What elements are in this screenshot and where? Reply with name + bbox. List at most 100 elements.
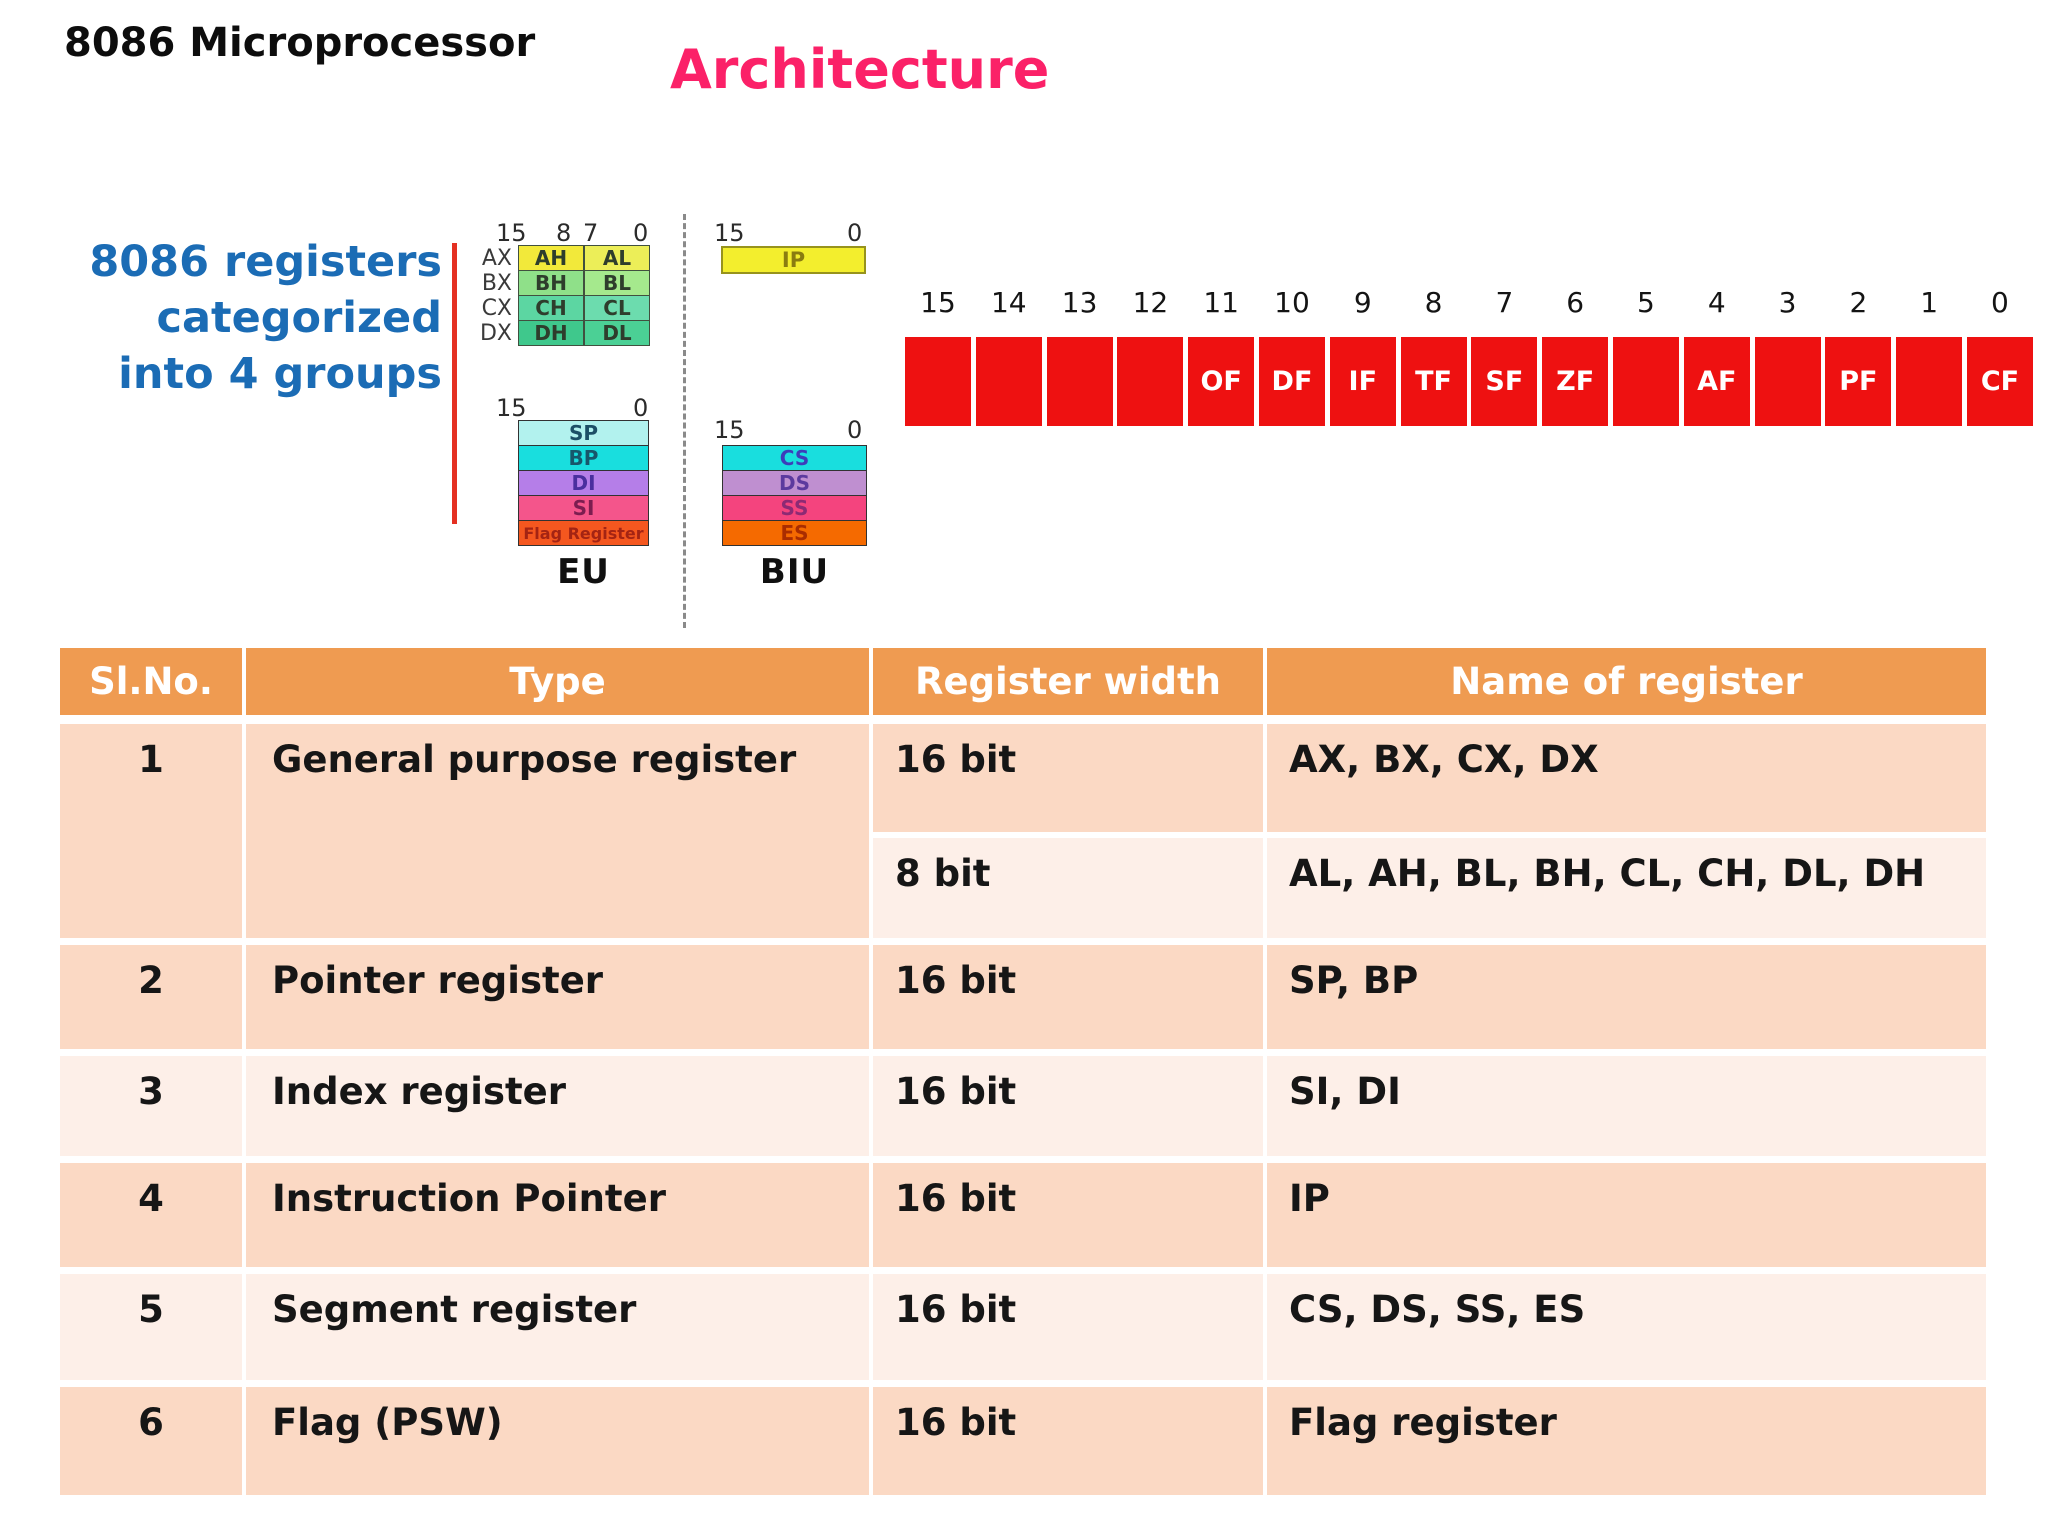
flag-cell-cf: CF <box>1966 337 2033 426</box>
bit-label: 0 <box>633 394 649 422</box>
bit-label: 0 <box>633 219 649 247</box>
cell-type: Pointer register <box>246 945 873 1049</box>
flag-cell <box>1896 337 1963 426</box>
bit-label: 15 <box>714 416 745 444</box>
flag-cell <box>975 337 1042 426</box>
flag-bit-number: 4 <box>1707 286 1726 319</box>
cell-slno: 6 <box>60 1387 246 1495</box>
register-low-byte: CL <box>584 295 650 321</box>
register-pair-name: CX <box>481 296 512 321</box>
flag-bit-number: 11 <box>1203 286 1239 319</box>
flag-cell <box>1754 337 1821 426</box>
register-box-ip: IP <box>721 246 866 274</box>
red-vertical-rule <box>452 243 457 524</box>
register-pair-name: BX <box>481 271 512 296</box>
cell-slno: 2 <box>60 945 246 1049</box>
cell-register-names: CS, DS, SS, ES <box>1267 1274 1986 1380</box>
register-box-cs: CS <box>722 445 867 471</box>
flag-cell-of: OF <box>1188 337 1255 426</box>
cell-type: General purpose register <box>246 724 873 938</box>
table-header-type: Type <box>246 648 873 715</box>
cell-register-width: 16 bit <box>873 1387 1267 1495</box>
cell-register-names: Flag register <box>1267 1387 1986 1495</box>
register-high-byte: AH <box>518 245 584 271</box>
cell-type: Index register <box>246 1056 873 1156</box>
eu-biu-divider <box>683 214 686 628</box>
flag-bit-number: 15 <box>920 286 956 319</box>
register-box-flag-register: Flag Register <box>518 520 649 546</box>
cell-register-width: 8 bit <box>873 838 1267 938</box>
cell-register-width: 16 bit <box>873 1056 1267 1156</box>
register-high-byte: BH <box>518 270 584 296</box>
flag-bit-number: 8 <box>1424 286 1443 319</box>
cell-slno: 3 <box>60 1056 246 1156</box>
table-header-slno: Sl.No. <box>60 648 246 715</box>
cell-register-names: AX, BX, CX, DX <box>1267 724 1986 832</box>
register-low-byte: BL <box>584 270 650 296</box>
page-title: 8086 Microprocessor <box>64 20 536 66</box>
cell-slno: 5 <box>60 1274 246 1380</box>
table-header-name: Name of register <box>1450 660 1803 703</box>
flag-bit-number: 13 <box>1061 286 1098 319</box>
register-pair-name: DX <box>479 321 512 346</box>
flag-cell <box>1117 337 1184 426</box>
heading-line: 8086 registers <box>89 237 442 287</box>
table-header-row: Sl.No. Type Register width Name of regis… <box>60 648 1986 715</box>
flag-bit-number: 14 <box>990 286 1027 319</box>
cell-slno: 4 <box>60 1163 246 1267</box>
register-low-byte: AL <box>584 245 650 271</box>
register-high-byte: CH <box>518 295 584 321</box>
register-box-ds: DS <box>722 470 867 496</box>
register-high-byte: DH <box>518 320 584 346</box>
bit-label: 15 <box>496 394 527 422</box>
flag-cell <box>905 337 971 426</box>
register-box-di: DI <box>518 470 649 496</box>
biu-label: BIU <box>759 552 830 592</box>
bit-label: 0 <box>847 416 863 444</box>
flag-cell-tf: TF <box>1400 337 1467 426</box>
flag-bit-number: 12 <box>1132 286 1169 319</box>
flag-cell-zf: ZF <box>1542 337 1609 426</box>
cell-register-width: 16 bit <box>873 1163 1267 1267</box>
flag-bit-number: 5 <box>1637 286 1655 319</box>
flag-cell-af: AF <box>1683 337 1750 426</box>
heading-line: categorized <box>156 293 442 343</box>
page-subtitle: Architecture <box>670 38 1050 101</box>
cell-register-width: 16 bit <box>873 724 1267 832</box>
register-box-ss: SS <box>722 495 867 521</box>
eu-label: EU <box>557 552 610 592</box>
flag-bit-number: 2 <box>1849 286 1868 319</box>
cell-register-width: 16 bit <box>873 945 1267 1049</box>
flag-cell-if: IF <box>1329 337 1396 426</box>
heading-line: into 4 groups <box>118 349 442 399</box>
flag-bit-number: 6 <box>1566 286 1585 319</box>
cell-type: Segment register <box>246 1274 873 1380</box>
flag-bit-number: 10 <box>1274 286 1310 319</box>
cell-register-names: SP, BP <box>1267 945 1986 1049</box>
flag-cell-pf: PF <box>1825 337 1892 426</box>
cell-register-names: IP <box>1267 1163 1986 1267</box>
cell-register-width: 16 bit <box>873 1274 1267 1380</box>
